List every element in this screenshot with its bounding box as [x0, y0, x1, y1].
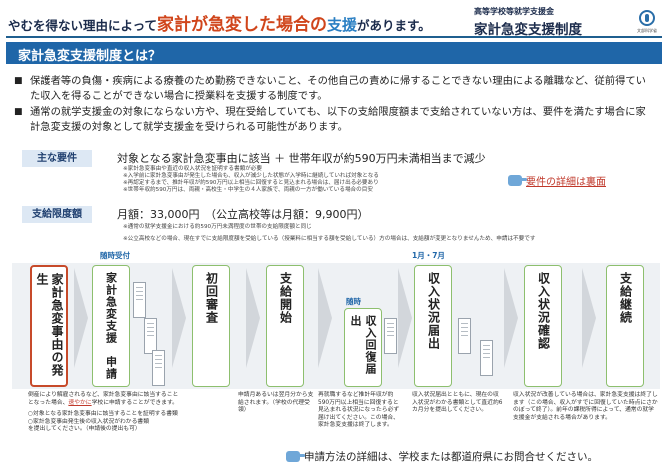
bullet-item: ■ 保護者等の負傷・疾病による療養のため勤務できないこと、その他自己の責めに帰す…	[14, 74, 654, 104]
program-title-block: 高等学校等就学支援金 家計急変支援制度	[474, 6, 582, 38]
ministry-logo-icon: 文部科学省	[636, 10, 658, 38]
desc-apply-line3: 学校に申請することができます。	[91, 399, 178, 406]
limit-note: ※通常の就学支援金における約590万円未満程度の世帯の支給限度額と同じ	[123, 224, 312, 230]
header: やむを得ない理由によって家計が急変した場合の支援があります。 高等学校等就学支援…	[6, 4, 662, 38]
step-review: 初回審査	[192, 265, 230, 387]
footer-note: 申請方法の詳細は、学校または都道府県にお問合せください。	[286, 446, 598, 465]
anytime-label: 随時受付	[100, 251, 130, 260]
flow-arrow	[172, 268, 186, 368]
hand-pointing-icon	[286, 451, 305, 462]
limit-main: 月額：33,000円 （公立高校等は月額：9,900円）	[117, 208, 369, 221]
step-apply: 家計急変支援 申請	[92, 265, 130, 387]
details-link[interactable]: 要件の詳細は裏面	[508, 170, 658, 188]
footer-text: 申請方法の詳細は、学校または都道府県にお問合せください。	[304, 451, 598, 463]
limit-note: ※公立高校などの場合、現在すでに支給限度額を受給している（授業料に相当する額を受…	[123, 236, 536, 242]
flow-arrow	[582, 268, 596, 368]
hand-pointing-icon	[508, 175, 527, 186]
flow-arrow	[504, 268, 518, 368]
desc-report: 収入状況届出とともに、現在の収入状況がわかる書類として直近約6カ月分を提出してく…	[412, 392, 503, 414]
bullet-text: 通常の就学支援金の対象にならない方や、現在受給していても、以下の支給限度額まで支…	[30, 106, 646, 133]
step-label: 支給開始	[278, 272, 293, 324]
requirements-label: 主な要件	[22, 150, 92, 167]
header-tagline: やむを得ない理由によって家計が急変した場合の支援があります。	[8, 10, 431, 35]
desc-check: 収入状況が改善している場合は、家計急変支援は終了します（この場合、収入がすでに回…	[513, 392, 658, 421]
bullet-list: ■ 保護者等の負傷・疾病による療養のため勤務できないこと、その他自己の責めに帰す…	[14, 74, 654, 136]
step-label: 支給継続	[618, 272, 633, 324]
desc-start: 申請月あるいは翌月分から支給されます。（学校の代理受領）	[238, 392, 314, 414]
requirements-note: ※家計急変事由や直近の収入状況を証明する書類が必要	[123, 166, 262, 172]
desc-apply: 倒産により解雇されるなど、家計急変事由に該当すること となった場合、速やかに学校…	[28, 392, 210, 434]
step-label: 収入状況届出	[426, 272, 441, 350]
details-link-text[interactable]: 要件の詳細は裏面	[526, 177, 606, 188]
anytime-label-2: 随時	[346, 297, 361, 306]
document-icon	[480, 340, 493, 376]
bullet-square-icon: ■	[14, 107, 23, 117]
header-suffix: があります。	[357, 18, 431, 33]
step-report: 収入状況届出	[414, 265, 452, 387]
document-icon	[152, 350, 165, 386]
requirements-note: ※世帯年収約590万円は、両親・高校生・中学生の４人家族で、両親の一方が働いてい…	[123, 187, 373, 193]
jan-jul-label: 1月・7月	[412, 251, 445, 260]
flow-arrow	[74, 268, 88, 368]
desc-apply-line1: 倒産により解雇されるなど、家計急変事由に該当すること	[28, 392, 179, 398]
desc-apply-line2: となった場合、	[28, 399, 69, 406]
desc-apply-highlight: 速やかに	[68, 399, 92, 406]
header-prefix: やむを得ない理由によって	[8, 18, 158, 33]
step-recovery: 収入回復届出	[344, 308, 382, 387]
document-icon	[384, 318, 397, 354]
desc-apply-list-item: を提出してください。（申請後の提出も可）	[28, 426, 141, 433]
flow-arrow	[318, 268, 332, 368]
requirements-note: ※入学前に家計急変事由が発生した場合も、収入が減少した状態が入学時に継続していれ…	[123, 173, 379, 179]
document-icon	[144, 318, 157, 354]
flow-arrow	[246, 268, 260, 368]
step-label: 初回審査	[204, 272, 219, 324]
flow-arrow	[398, 268, 412, 368]
desc-recovery: 再就職するなど推計年収が約590万円以上相当に回復すると見込まれる状況になったら…	[318, 392, 400, 429]
document-icon	[133, 282, 146, 318]
requirements-main: 対象となる家計急変事由に該当 ＋ 世帯年収が約590万円未満相当まで減少	[117, 152, 486, 165]
desc-apply-list-item: ○家計急変事由発生後の収入状況がわかる書類	[28, 418, 149, 425]
program-title: 家計急変支援制度	[474, 22, 582, 38]
bullet-square-icon: ■	[14, 76, 23, 86]
step-start: 支給開始	[266, 265, 304, 387]
header-middle: 支援	[327, 16, 358, 34]
step-check: 収入状況確認	[524, 265, 562, 387]
desc-apply-list-item: ○対象となる家計急変事由に該当することを証明する書類	[28, 411, 178, 418]
bullet-text: 保護者等の負傷・疾病による療養のため勤務できないこと、その他自己の責めに帰するこ…	[30, 75, 646, 102]
requirements-note: ※再認定するまで、推計年収が約590万円以上相当に回復すると見込まれる場合は、届…	[123, 180, 379, 186]
bullet-item: ■ 通常の就学支援金の対象にならない方や、現在受給していても、以下の支給限度額ま…	[14, 105, 654, 135]
limit-label: 支給限度額	[22, 206, 92, 223]
step-continue: 支給継続	[606, 265, 644, 387]
step-label: 収入回復届出	[349, 315, 377, 375]
step-label: 家計急変支援 申請	[104, 272, 118, 380]
step-label: 収入状況確認	[536, 272, 551, 350]
logo-text: 文部科学省	[637, 28, 657, 33]
section-title: 家計急変支援制度とは？	[6, 42, 662, 64]
header-highlight: 家計が急変した場合の	[157, 15, 328, 35]
program-subtitle: 高等学校等就学支援金	[474, 7, 554, 16]
document-icon	[458, 318, 471, 354]
step-label: 家計急変事由の発生	[35, 273, 64, 377]
step-event: 家計急変事由の発生	[30, 265, 68, 387]
